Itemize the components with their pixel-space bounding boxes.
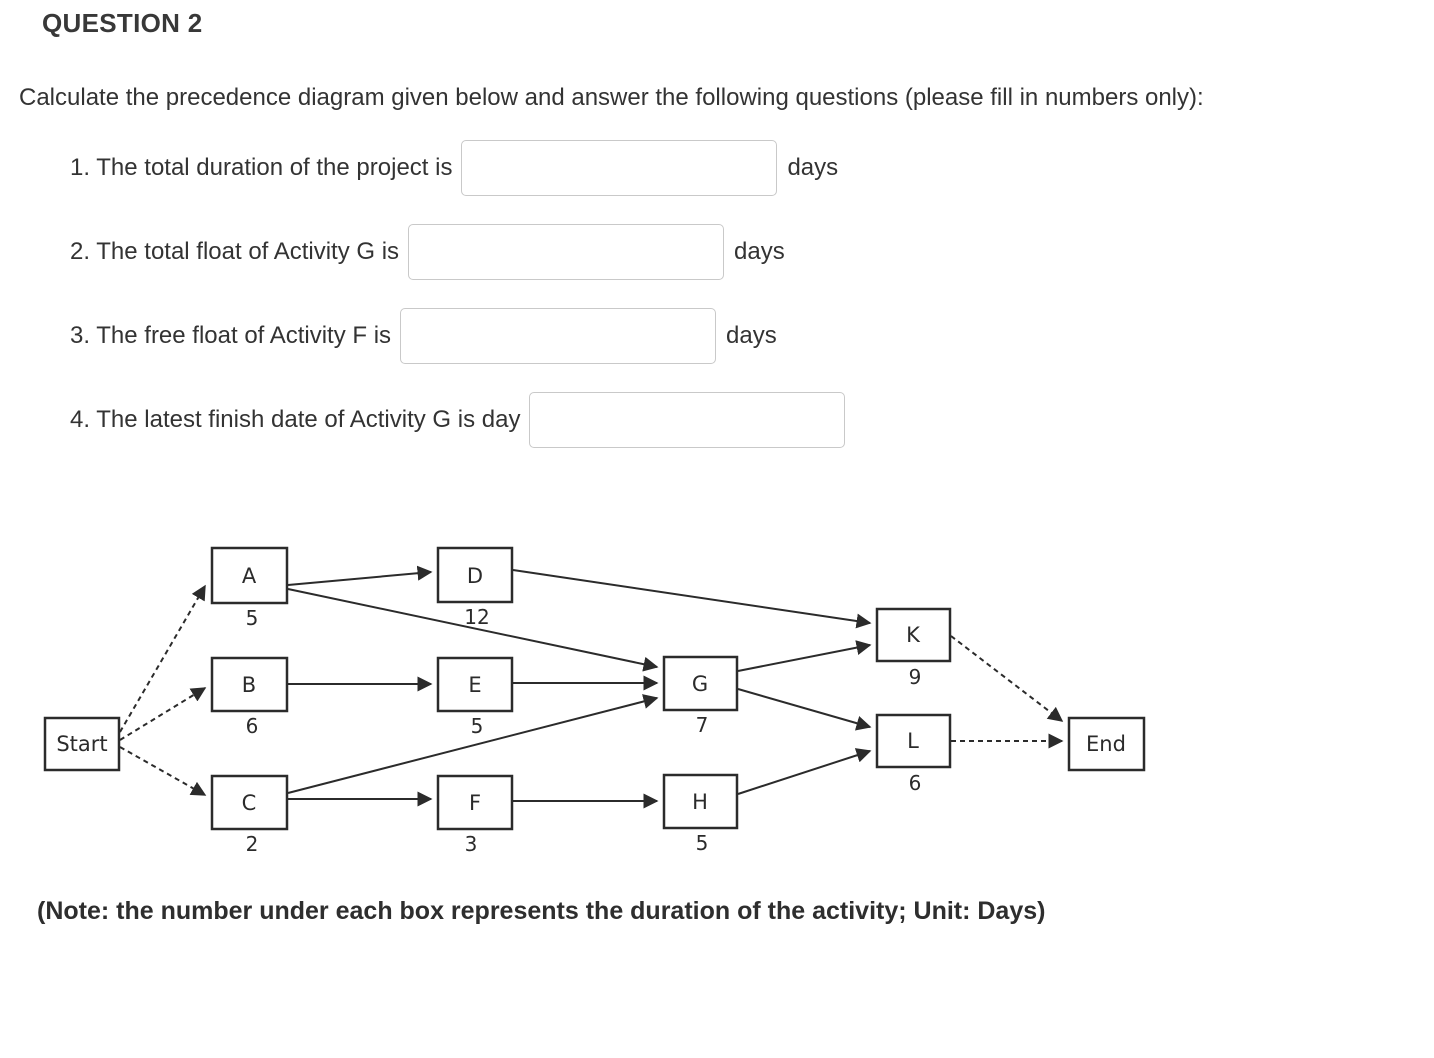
- diagram-note: (Note: the number under each box represe…: [37, 897, 1046, 925]
- node-l-box: [875, 713, 952, 769]
- node-d-duration: 12: [464, 605, 489, 629]
- node-g-box: [662, 655, 739, 712]
- node-start-label: Start: [56, 732, 107, 756]
- node-b-label: B: [242, 673, 256, 697]
- question-intro-text: Calculate the precedence diagram given b…: [19, 84, 1204, 111]
- question-row-2: 2. The total float of Activity G is days: [70, 223, 785, 280]
- node-f-duration: 3: [465, 832, 478, 856]
- node-h-duration: 5: [696, 831, 709, 855]
- node-h-box: [662, 773, 739, 830]
- node-a-duration: 5: [246, 606, 259, 630]
- node-e-duration: 5: [471, 714, 484, 738]
- edge-start-a: [119, 584, 206, 733]
- question-3-answer-input[interactable]: [400, 307, 717, 364]
- node-end-label: End: [1086, 732, 1126, 756]
- node-d-box: [436, 546, 514, 604]
- question-2-suffix: days: [734, 237, 785, 265]
- node-k-duration: 9: [909, 665, 922, 689]
- node-f-label: F: [469, 791, 481, 815]
- node-a-box: [210, 546, 289, 605]
- question-3-label: 3. The free float of Activity F is: [70, 321, 392, 349]
- edge-a-d: [287, 565, 433, 586]
- question-1-answer-input[interactable]: [461, 139, 778, 196]
- node-end-box: [1067, 716, 1146, 772]
- question-4-label: 4. The latest finish date of Activity G …: [70, 405, 521, 433]
- question-1-label: 1. The total duration of the project is: [70, 153, 453, 181]
- question-row-4: 4. The latest finish date of Activity G …: [70, 391, 846, 448]
- edge-g-l: [737, 688, 872, 731]
- question-row-1: 1. The total duration of the project is …: [70, 139, 838, 196]
- node-d-label: D: [467, 564, 483, 588]
- node-b-box: [210, 656, 289, 713]
- edge-d-k: [512, 569, 872, 629]
- node-c-box: [210, 774, 289, 831]
- node-f-box: [436, 774, 514, 831]
- node-g-label: G: [692, 672, 708, 696]
- node-start-box: [43, 716, 121, 772]
- page-title: QUESTION 2: [42, 8, 203, 38]
- question-2-answer-input[interactable]: [408, 223, 725, 280]
- edge-c-g: [287, 694, 659, 794]
- edge-start-b: [119, 687, 207, 741]
- question-3-suffix: days: [726, 321, 777, 349]
- question-2-label: 2. The total float of Activity G is: [70, 237, 400, 265]
- question-4-answer-input[interactable]: [529, 391, 846, 448]
- node-b-duration: 6: [246, 714, 259, 738]
- node-k-label: K: [906, 623, 921, 647]
- node-k-box: [875, 607, 952, 663]
- node-g-duration: 7: [696, 713, 709, 737]
- node-h-label: H: [692, 790, 708, 814]
- node-a-label: A: [242, 564, 257, 588]
- node-c-label: C: [242, 791, 257, 815]
- edge-g-k: [737, 640, 872, 672]
- question-row-3: 3. The free float of Activity F is days: [70, 307, 777, 364]
- node-c-duration: 2: [246, 832, 259, 856]
- question-1-suffix: days: [787, 153, 839, 181]
- node-e-label: E: [468, 673, 481, 697]
- edge-h-l: [737, 748, 872, 795]
- precedence-diagram: Start A 5 B 6 C 2 D 12 E 5 F 3 G 7 H 5 K…: [43, 546, 1146, 856]
- node-l-label: L: [907, 729, 919, 753]
- edge-start-c: [119, 746, 207, 796]
- edge-k-end: [950, 635, 1064, 722]
- node-l-duration: 6: [909, 771, 922, 795]
- node-e-box: [436, 656, 514, 713]
- edge-a-g: [287, 588, 659, 672]
